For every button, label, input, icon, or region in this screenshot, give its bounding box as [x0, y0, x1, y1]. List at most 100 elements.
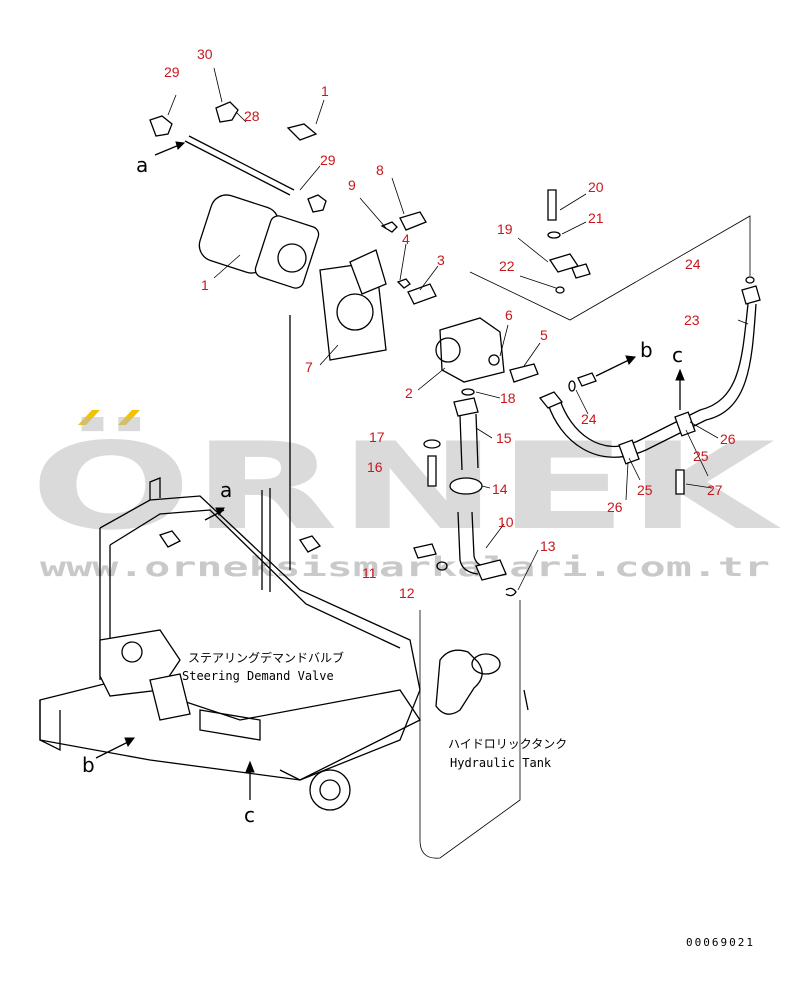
callout-8: 8	[376, 162, 384, 178]
text-labels: ステアリングデマンドバルブ Steering Demand Valve ハイドロ…	[182, 650, 755, 949]
callout-4: 4	[402, 231, 410, 247]
item-24-top	[745, 276, 755, 284]
bolt-16	[427, 455, 437, 487]
rod-28	[184, 140, 291, 196]
seal-24	[568, 380, 576, 392]
arrow-b-frame-head	[124, 737, 135, 748]
callout-13: 13	[540, 538, 556, 554]
tank-fitting	[523, 689, 529, 711]
washer-4	[396, 278, 411, 289]
bracket-19-tab	[571, 263, 591, 279]
arrow-a-top-head	[175, 141, 186, 150]
frame-clip-2	[158, 530, 182, 548]
o-ring-6	[488, 354, 500, 366]
callout-6: 6	[505, 307, 513, 323]
callout-1-top: 1	[321, 83, 329, 99]
arrow-b-frame-line	[95, 739, 133, 759]
callout-7: 7	[305, 359, 313, 375]
arrow-c-hose-head	[675, 368, 685, 381]
washer-17	[423, 439, 441, 449]
arrow-c-frame-head	[245, 760, 255, 773]
fitting-24	[577, 372, 597, 387]
tank-elbow-port	[471, 653, 501, 675]
frame-upright	[261, 488, 271, 592]
callout-12: 12	[399, 585, 415, 601]
view-letter-b-pump: b	[640, 338, 653, 362]
watermark-accent-left	[78, 410, 100, 425]
watermark-brand: ÖRNEK	[30, 417, 781, 557]
steering-valve-label-en: Steering Demand Valve	[182, 669, 334, 683]
bolt-5	[509, 363, 539, 383]
pump-2	[439, 317, 505, 383]
callout-25-left: 25	[637, 482, 653, 498]
suction-hose	[413, 397, 539, 597]
view-letter-a-top: a	[136, 153, 148, 177]
steering-valve-label-jp: ステアリングデマンドバルブ	[188, 650, 344, 665]
callout-30: 30	[197, 46, 213, 62]
arrow-a-frame-head	[215, 507, 225, 517]
main-frame	[39, 315, 421, 811]
arrow-b-pump-head	[625, 355, 636, 365]
callout-15: 15	[496, 430, 512, 446]
washer-9	[380, 221, 398, 233]
frame-inner-rail	[109, 509, 401, 649]
callout-19: 19	[497, 221, 513, 237]
pressure-hose	[538, 285, 761, 501]
bracket-box-outline	[469, 215, 751, 321]
callout-26-left: 26	[607, 499, 623, 515]
callout-16: 16	[367, 459, 383, 475]
callout-14: 14	[492, 481, 508, 497]
o-ring-18	[461, 388, 475, 396]
callout-9: 9	[348, 177, 356, 193]
mount-plate	[349, 249, 387, 295]
bolt-8	[399, 211, 427, 231]
bolt-11	[413, 543, 437, 559]
callout-3: 3	[437, 252, 445, 268]
tank-label-en: Hydraulic Tank	[450, 756, 552, 770]
callout-27: 27	[707, 482, 723, 498]
callout-10: 10	[498, 514, 514, 530]
hose-23-end	[538, 391, 564, 409]
frame-base	[39, 679, 421, 781]
hose-23	[559, 303, 749, 447]
callout-22: 22	[499, 258, 515, 274]
frame-top-rail	[99, 495, 421, 781]
washer-21	[547, 231, 561, 239]
frame-base-end	[39, 700, 61, 752]
bolt-1-top	[286, 123, 318, 141]
callouts: 1 1 2 3 4 5 6 7 8 9 10 11 12 13 14 15 16…	[164, 46, 736, 601]
callout-24-top: 24	[685, 256, 701, 272]
frame-boss	[309, 769, 351, 811]
rod-end-29	[307, 194, 327, 213]
item-22	[555, 286, 565, 294]
bolt-27	[675, 469, 685, 495]
drawing-code: 00069021	[686, 936, 755, 949]
rod-assembly	[149, 67, 327, 213]
rod-end-clevis	[149, 115, 173, 137]
view-letter-c-hose: c	[672, 343, 683, 367]
pump-inlet	[435, 337, 461, 363]
hose-23-top-fitting	[741, 285, 761, 305]
tank-outline	[419, 600, 521, 859]
callout-26-right: 26	[720, 431, 736, 447]
bracket-hole	[336, 293, 374, 331]
tank-elbow	[435, 649, 483, 715]
callout-11: 11	[362, 565, 377, 581]
watermark-url: www.orneksismarkalari.com.tr	[40, 552, 770, 583]
hose-flange-top	[453, 397, 479, 417]
callout-25-right: 25	[693, 448, 709, 464]
rod-28-edge	[188, 135, 295, 191]
view-letter-b-frame: b	[82, 753, 95, 777]
frame-stub	[149, 477, 161, 500]
motor-flange	[254, 215, 320, 289]
oring-13	[505, 587, 517, 597]
callout-29-mid: 29	[320, 152, 336, 168]
callout-5: 5	[540, 327, 548, 343]
callout-28: 28	[244, 108, 260, 124]
watermark: ÖRNEK www.orneksismarkalari.com.tr	[30, 410, 781, 583]
pump-assembly	[417, 317, 636, 399]
frame-boss-hole	[319, 779, 341, 801]
callout-1-motor: 1	[201, 277, 209, 293]
callout-2: 2	[405, 385, 413, 401]
